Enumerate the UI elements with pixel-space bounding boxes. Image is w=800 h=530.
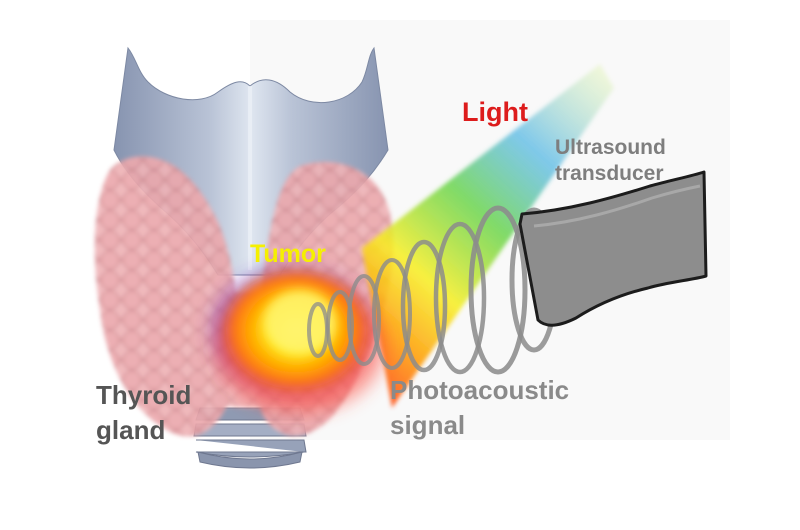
- tumor-label: Tumor: [250, 240, 326, 268]
- ultrasound-label-line1: Ultrasound: [555, 136, 666, 159]
- thyroid-label-line2: gland: [96, 415, 166, 445]
- transducer-highlight: [533, 184, 701, 228]
- thyroid-label-line1: Thyroid: [96, 380, 192, 410]
- photoacoustic-rings: [307, 205, 559, 375]
- thyroid-gland-label: Thyroid gland: [96, 378, 191, 448]
- ultrasound-label-line2: transducer: [555, 162, 664, 185]
- light-label: Light: [462, 97, 528, 127]
- ultrasound-transducer: [518, 170, 708, 327]
- ultrasound-transducer-label: Ultrasound transducer: [555, 135, 666, 187]
- photoacoustic-label-line2: signal: [390, 410, 466, 440]
- photoacoustic-signal-label: Photoacoustic signal: [390, 373, 569, 443]
- photoacoustic-label-line1: Photoacoustic: [390, 375, 570, 405]
- light-beam: [362, 64, 614, 408]
